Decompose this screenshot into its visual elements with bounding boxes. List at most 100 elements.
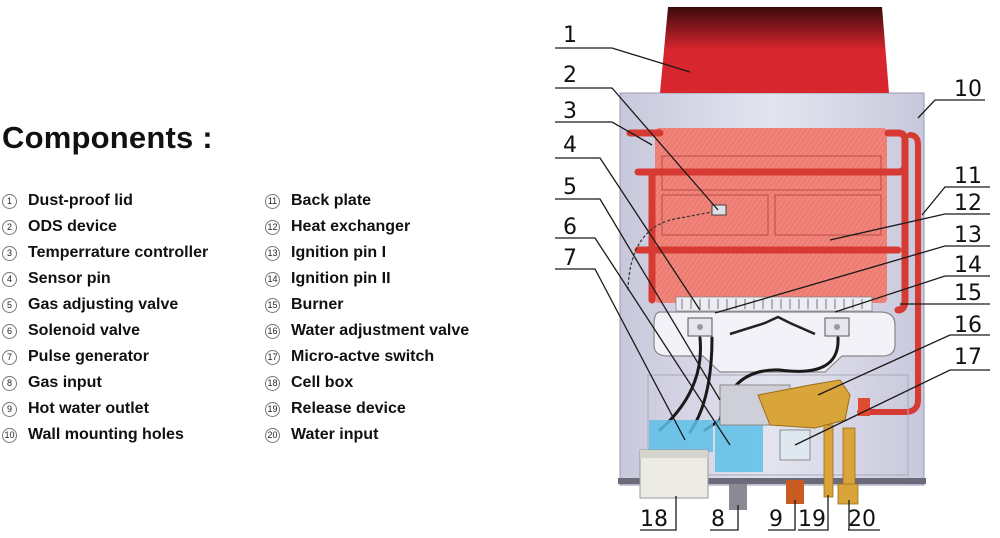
- leader-line: [555, 157, 701, 311]
- callout-number: 2: [563, 63, 577, 88]
- component-label: Pulse generator: [28, 348, 149, 365]
- ods-wire: [627, 211, 713, 291]
- callout-number: 13: [954, 223, 982, 248]
- circled-number-badge: 2: [2, 219, 17, 235]
- circled-number-badge: 13: [265, 245, 280, 261]
- circled-number-badge: 20: [265, 427, 280, 443]
- internal-frame: [647, 374, 909, 476]
- circled-number-badge: 7: [2, 349, 17, 365]
- component-item: 3 Temperrature controller: [2, 240, 208, 266]
- circled-number-badge: 15: [265, 297, 280, 313]
- leader-line: [817, 334, 990, 396]
- burner-screw: [697, 324, 703, 330]
- component-item: 10 Wall mounting holes: [2, 422, 208, 448]
- heat-exchanger-hatch: [655, 128, 887, 303]
- water-adjustment-valve: [757, 379, 851, 429]
- callout-number: 4: [563, 133, 577, 158]
- water-input-pipe: [842, 427, 856, 487]
- circled-number-badge: 4: [2, 271, 17, 287]
- leader-line: [834, 275, 990, 313]
- component-label: Wall mounting holes: [28, 426, 184, 443]
- component-label: Solenoid valve: [28, 322, 141, 339]
- callout-number: 12: [954, 191, 982, 216]
- callout-number: 19: [798, 507, 826, 532]
- callout-number: 16: [954, 313, 982, 338]
- component-label: Ignition pin II: [291, 270, 391, 287]
- leader-line: [768, 500, 796, 531]
- circled-number-badge: 10: [2, 427, 17, 443]
- component-label: Back plate: [291, 192, 372, 209]
- component-label: Temperrature controller: [28, 244, 209, 261]
- leader-line: [555, 87, 719, 211]
- component-label: Sensor pin: [28, 270, 111, 287]
- leader-line: [555, 237, 731, 446]
- component-item: 6 Solenoid valve: [2, 318, 208, 344]
- leader-line: [555, 198, 721, 401]
- circled-number-badge: 14: [265, 271, 280, 287]
- callout-number: 7: [563, 246, 577, 271]
- leader-line: [829, 213, 990, 241]
- circled-number-badge: 6: [2, 323, 17, 339]
- circled-number-badge: 3: [2, 245, 17, 261]
- components-heading: Components :: [2, 120, 213, 155]
- leader-line: [794, 369, 990, 446]
- component-label: Gas input: [28, 374, 102, 391]
- heat-exchanger-panel-right: [774, 194, 882, 236]
- leader-line: [555, 121, 653, 146]
- leader-line: [640, 496, 677, 531]
- burner-fins: [675, 296, 873, 312]
- leader-line: [921, 186, 990, 216]
- circled-number-badge: 9: [2, 401, 17, 417]
- circled-number-badge: 5: [2, 297, 17, 313]
- leader-line: [555, 47, 691, 73]
- component-item: 16 Water adjustment valve: [265, 318, 469, 344]
- heat-exchanger-panel-left: [661, 194, 769, 236]
- leader-line: [710, 505, 739, 531]
- component-item: 20 Water input: [265, 422, 469, 448]
- callout-number: 6: [563, 215, 577, 240]
- callout-number: 20: [848, 507, 876, 532]
- water-input-nut: [837, 483, 859, 505]
- component-label: Micro-actve switch: [291, 348, 435, 365]
- circled-number-badge: 16: [265, 323, 280, 339]
- hot-water-outlet-pipe: [786, 480, 804, 504]
- component-label: Dust-proof lid: [28, 192, 133, 209]
- component-item: 4 Sensor pin: [2, 266, 208, 292]
- callout-number: 8: [711, 507, 725, 532]
- solenoid-valve: [715, 420, 763, 472]
- cell-box-lid: [640, 450, 708, 458]
- component-label: Release device: [291, 400, 406, 417]
- component-label: ODS device: [28, 218, 117, 235]
- component-item: 17 Micro-actve switch: [265, 344, 469, 370]
- component-item: 14 Ignition pin II: [265, 266, 469, 292]
- circled-number-badge: 18: [265, 375, 280, 391]
- component-label: Water adjustment valve: [291, 322, 470, 339]
- ods-device: [711, 204, 727, 216]
- red-fitting: [858, 398, 870, 416]
- circled-number-badge: 17: [265, 349, 280, 365]
- component-label: Water input: [291, 426, 379, 443]
- callout-number: 9: [769, 507, 783, 532]
- burner-screw: [834, 324, 840, 330]
- callout-number: 5: [563, 175, 577, 200]
- callout-number: 15: [954, 281, 982, 306]
- circled-number-badge: 12: [265, 219, 280, 235]
- leader-line: [917, 99, 985, 119]
- release-device: [823, 424, 834, 498]
- circled-number-badge: 8: [2, 375, 17, 391]
- component-item: 2 ODS device: [2, 214, 208, 240]
- burner-flame-slot: [729, 315, 816, 336]
